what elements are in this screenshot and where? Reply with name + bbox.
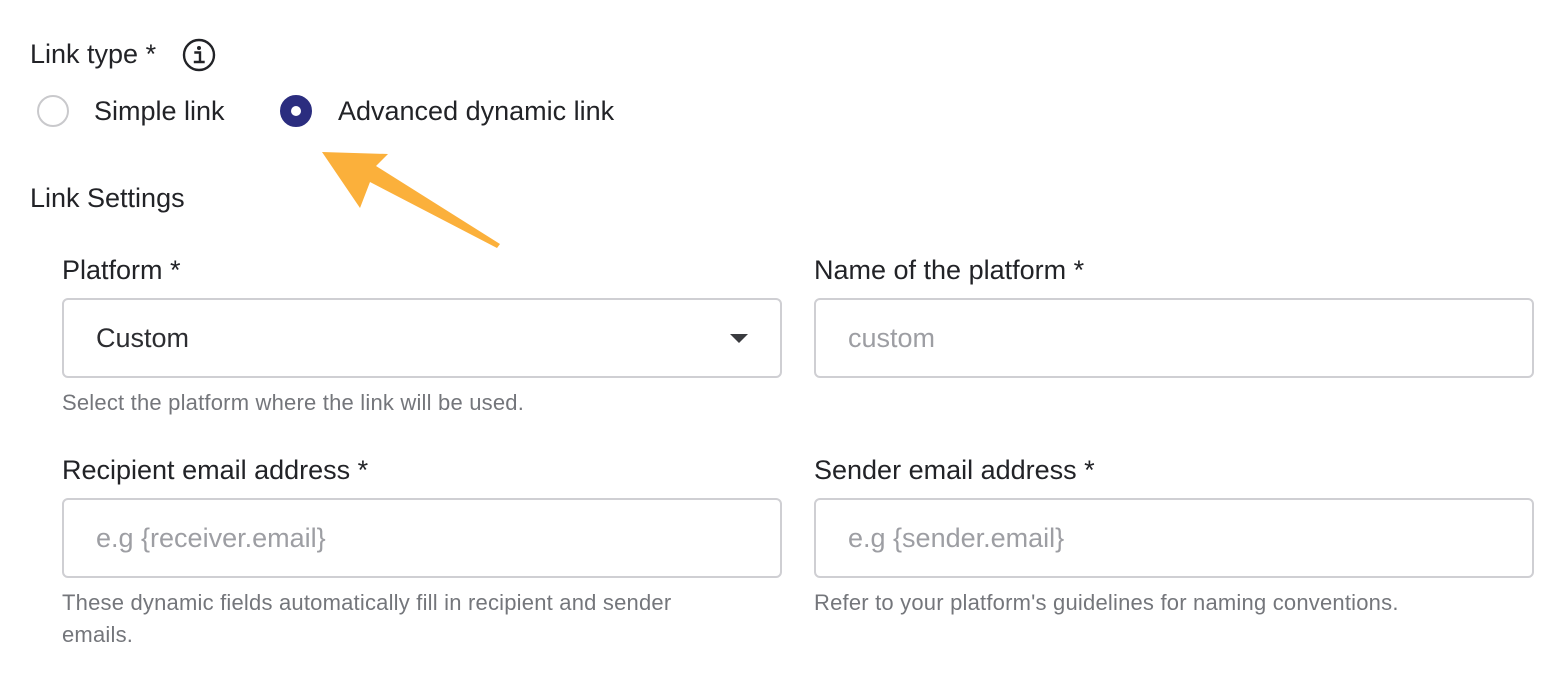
recipient-email-label: Recipient email address * bbox=[62, 455, 369, 485]
radio-simple-link-label: Simple link bbox=[94, 96, 225, 126]
caret-down-icon bbox=[730, 333, 748, 343]
link-type-label: Link type * bbox=[30, 39, 157, 69]
link-settings-title: Link Settings bbox=[30, 183, 185, 213]
sender-helper-text: Refer to your platform's guidelines for … bbox=[814, 590, 1399, 615]
platform-helper-text: Select the platform where the link will … bbox=[62, 390, 525, 415]
platform-label: Platform * bbox=[62, 255, 181, 285]
radio-button-unchecked[interactable] bbox=[37, 95, 69, 127]
platform-select-value: Custom bbox=[96, 322, 190, 353]
sender-email-label: Sender email address * bbox=[814, 455, 1095, 485]
sender-email-placeholder: e.g {sender.email} bbox=[848, 522, 1065, 553]
recipient-helper-line-2: emails. bbox=[62, 622, 134, 647]
platform-select[interactable]: Custom bbox=[62, 298, 782, 378]
radio-simple-link[interactable]: Simple link bbox=[37, 93, 225, 129]
platform-name-placeholder: custom bbox=[848, 322, 936, 353]
radio-advanced-dynamic-link-label: Advanced dynamic link bbox=[338, 96, 615, 126]
recipient-helper-text: These dynamic fields automatically fill … bbox=[62, 587, 782, 651]
arrow-icon bbox=[322, 152, 500, 248]
recipient-email-input[interactable]: e.g {receiver.email} bbox=[62, 498, 782, 578]
platform-name-label: Name of the platform * bbox=[814, 255, 1085, 285]
platform-name-input[interactable]: custom bbox=[814, 298, 1534, 378]
recipient-email-placeholder: e.g {receiver.email} bbox=[96, 522, 326, 553]
radio-advanced-dynamic-link[interactable]: Advanced dynamic link bbox=[280, 93, 614, 129]
recipient-helper-line-1: These dynamic fields automatically fill … bbox=[62, 590, 672, 615]
sender-email-input[interactable]: e.g {sender.email} bbox=[814, 498, 1534, 578]
info-icon[interactable] bbox=[182, 38, 216, 72]
radio-button-checked[interactable] bbox=[280, 95, 312, 127]
